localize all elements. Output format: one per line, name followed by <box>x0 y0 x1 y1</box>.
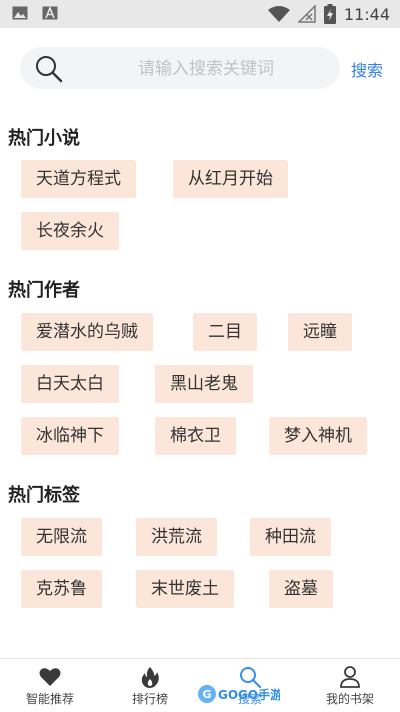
status-time: 11:44 <box>343 4 390 24</box>
no-signal-icon <box>297 5 316 23</box>
tag-author[interactable]: 梦入神机 <box>269 417 367 455</box>
text-a-icon <box>42 6 58 20</box>
tag-genre[interactable]: 克苏鲁 <box>21 570 102 608</box>
svg-text:G: G <box>202 688 211 701</box>
tag-author[interactable]: 爱潜水的乌贼 <box>21 313 153 351</box>
tab-label: 智能推荐 <box>25 692 74 706</box>
tag-author[interactable]: 黑山老鬼 <box>155 365 253 403</box>
heart-icon <box>39 668 61 686</box>
search-icon <box>36 56 63 83</box>
wifi-icon <box>267 6 290 22</box>
tab-label: 我的书架 <box>325 692 374 706</box>
tag-author[interactable]: 白天太白 <box>21 365 119 403</box>
tag-author[interactable]: 二目 <box>193 313 257 351</box>
tab-label: 搜索 <box>237 692 262 706</box>
status-left-icons <box>12 6 58 20</box>
tab-search[interactable]: 搜索 <box>200 659 300 712</box>
tag-author[interactable]: 冰临神下 <box>21 417 119 455</box>
section-title-hot-novels: 热门小说 <box>8 128 80 149</box>
section-title-hot-tags: 热门标签 <box>8 485 80 506</box>
search-bar[interactable] <box>20 47 340 91</box>
tab-recommend[interactable]: 智能推荐 <box>0 659 100 712</box>
flame-icon <box>141 667 159 688</box>
battery-charging-icon <box>323 4 336 24</box>
status-right-icons: 11:44 <box>267 4 390 24</box>
search-icon <box>240 667 262 689</box>
user-icon <box>340 666 360 688</box>
tab-bookshelf[interactable]: 我的书架 <box>300 659 400 712</box>
section-title-hot-authors: 热门作者 <box>8 280 80 301</box>
watermark-logo: G GOGO手游网 <box>198 685 280 703</box>
tab-ranking[interactable]: 排行榜 <box>100 659 200 712</box>
tag-author[interactable]: 棉衣卫 <box>155 417 236 455</box>
tag-genre[interactable]: 无限流 <box>21 518 102 556</box>
tag-genre[interactable]: 洪荒流 <box>136 518 217 556</box>
image-icon <box>12 6 28 20</box>
svg-text:GOGO手游网: GOGO手游网 <box>218 687 280 702</box>
search-input[interactable] <box>76 47 336 91</box>
search-button[interactable]: 搜索 <box>351 61 384 80</box>
tag-novel[interactable]: 长夜余火 <box>21 212 119 250</box>
tag-novel[interactable]: 从红月开始 <box>173 160 288 198</box>
tag-genre[interactable]: 种田流 <box>250 518 331 556</box>
tag-author[interactable]: 远瞳 <box>288 313 352 351</box>
tag-novel[interactable]: 天道方程式 <box>21 160 136 198</box>
status-bar: 11:44 <box>0 0 400 28</box>
tab-label: 排行榜 <box>131 692 168 706</box>
tag-genre[interactable]: 盗墓 <box>269 570 333 608</box>
bottom-tab-bar: 智能推荐 排行榜 搜索 我的书架 <box>0 658 400 712</box>
tag-genre[interactable]: 末世废土 <box>136 570 234 608</box>
